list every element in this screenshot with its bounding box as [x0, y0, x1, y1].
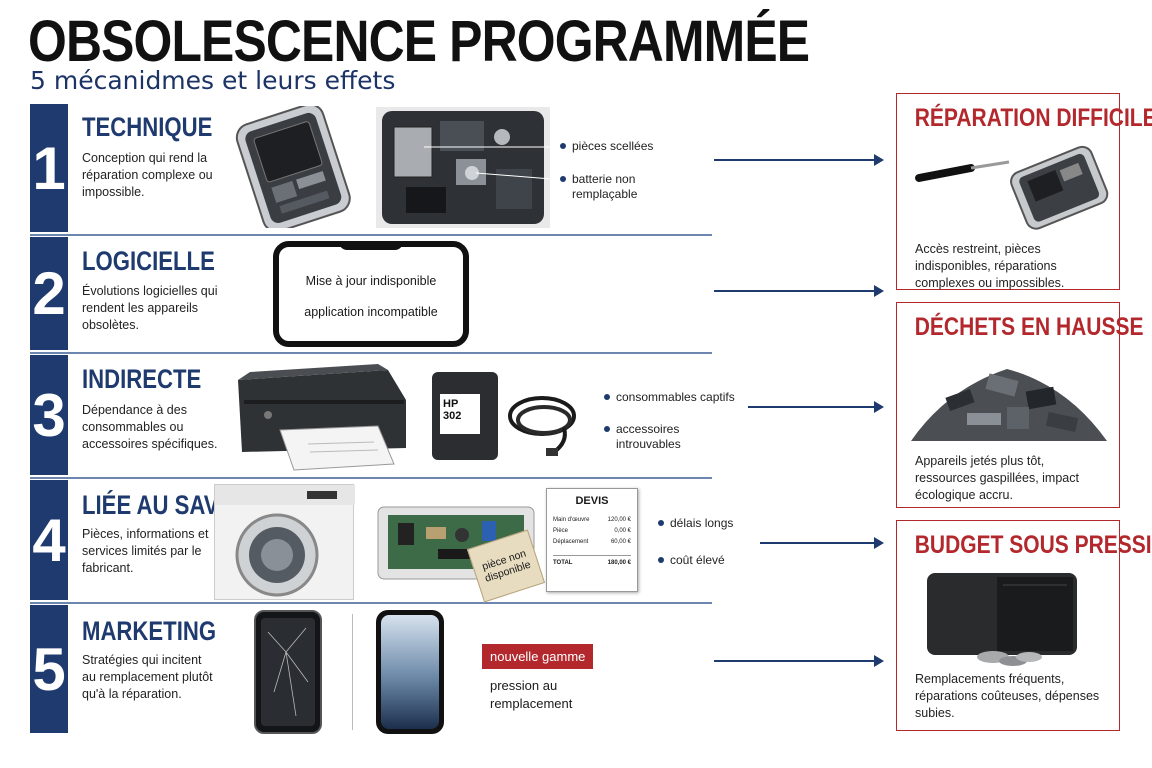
- new-phone-image: [376, 610, 444, 734]
- bullet-dot: [604, 426, 610, 432]
- label-long-delays: délais longs: [658, 516, 748, 531]
- mechanism-number-5: 5: [30, 605, 68, 733]
- mechanism-heading-technique: TECHNIQUE: [82, 112, 213, 142]
- mechanism-number-1: 1: [30, 104, 68, 232]
- page-title: OBSOLESCENCE PROGRAMMÉE: [28, 9, 810, 74]
- mechanism-description: Stratégies qui incitent au remplacement …: [82, 653, 213, 701]
- cable-image: [504, 390, 586, 460]
- label-captive-consumables: consommables captifs: [604, 390, 744, 405]
- effect-title: DÉCHETS EN HAUSSE: [914, 313, 1144, 341]
- divider: [352, 614, 353, 730]
- washing-machine-image: [214, 484, 355, 600]
- phone-message-incompatible: application incompatible: [304, 305, 438, 319]
- mechanism-description: Pièces, informations et services limités…: [82, 527, 209, 575]
- replacement-pressure-caption: pression au remplacement: [490, 678, 573, 711]
- mechanism-description: Dépendance à des consommables ou accesso…: [82, 403, 218, 451]
- page-subtitle: 5 mécanidmes et leurs effets: [30, 66, 396, 95]
- bullet-dot: [604, 394, 610, 400]
- quote-title: DEVIS: [575, 495, 609, 507]
- phone-screen-mockup: Mise à jour indisponible application inc…: [273, 241, 469, 347]
- mechanism-description: Conception qui rend la réparation comple…: [82, 151, 213, 199]
- arrow-to-repair-panel: [714, 285, 884, 297]
- effect-text: Appareils jetés plus tôt, ressources gas…: [915, 454, 1079, 502]
- circuit-board-closeup-image: [376, 107, 553, 228]
- effect-text: Remplacements fréquents, réparations coû…: [915, 672, 1100, 720]
- printer-image: [228, 360, 408, 472]
- effect-title: BUDGET SOUS PRESSION: [914, 531, 1152, 559]
- mechanism-number-2: 2: [30, 237, 68, 350]
- ink-cartridge-image: HP 302: [432, 372, 498, 460]
- row-separator: [30, 352, 712, 354]
- effect-panel-repair: RÉPARATION DIFFICILE Accès restreint, pi…: [896, 93, 1152, 290]
- bullet-dot: [658, 557, 664, 563]
- row-separator: [30, 234, 712, 236]
- phone-message-update: Mise à jour indisponible: [305, 274, 437, 288]
- new-range-badge: nouvelle gamme: [482, 644, 594, 669]
- screwdriver-phone-image: [915, 145, 1109, 230]
- mechanism-heading-sav: LIÉE AU SAV: [82, 490, 219, 520]
- mechanism-number-3: 3: [30, 355, 68, 475]
- mechanism-heading-marketing: MARKETING: [82, 616, 217, 646]
- mechanism-heading-logicielle: LOGICIELLE: [82, 246, 215, 276]
- label-non-replaceable-battery: batterie non remplaçable: [560, 172, 670, 202]
- mechanism-number-4: 4: [30, 480, 68, 600]
- smartphone-open-image: [226, 103, 360, 233]
- label-unfindable-accessories: accessoires introuvables: [604, 422, 704, 452]
- cracked-phone-image: [254, 610, 322, 734]
- bullet-dot: [658, 520, 664, 526]
- label-sealed-parts: pièces scellées: [560, 139, 670, 154]
- mechanism-heading-indirecte: INDIRECTE: [82, 364, 202, 394]
- label-high-cost: coût élevé: [658, 553, 748, 568]
- empty-wallet-image: [927, 573, 1077, 666]
- row-separator: [30, 602, 712, 604]
- effect-panel-budget: BUDGET SOUS PRESSION Remplacements fréqu…: [896, 520, 1152, 731]
- phone-notch: [339, 241, 403, 250]
- cartridge-label: HP 302: [440, 394, 480, 434]
- arrow-to-budget-panel: [760, 537, 884, 549]
- bullet-dot: [560, 143, 566, 149]
- new-phone-screen: [381, 615, 439, 729]
- arrow-to-budget-panel: [714, 655, 884, 667]
- mechanism-description: Évolutions logicielles qui rendent les a…: [82, 284, 218, 332]
- effect-title: RÉPARATION DIFFICILE: [914, 104, 1152, 132]
- arrow-to-waste-panel: [748, 401, 884, 413]
- row-separator: [30, 477, 712, 479]
- effect-panel-waste: DÉCHETS EN HAUSSE Appareils jetés plus t…: [896, 302, 1144, 508]
- arrow-to-repair-panel: [714, 154, 884, 166]
- effect-text: Accès restreint, pièces indisponibles, r…: [915, 242, 1065, 290]
- bullet-dot: [560, 176, 566, 182]
- electronic-waste-pile-image: [911, 369, 1107, 441]
